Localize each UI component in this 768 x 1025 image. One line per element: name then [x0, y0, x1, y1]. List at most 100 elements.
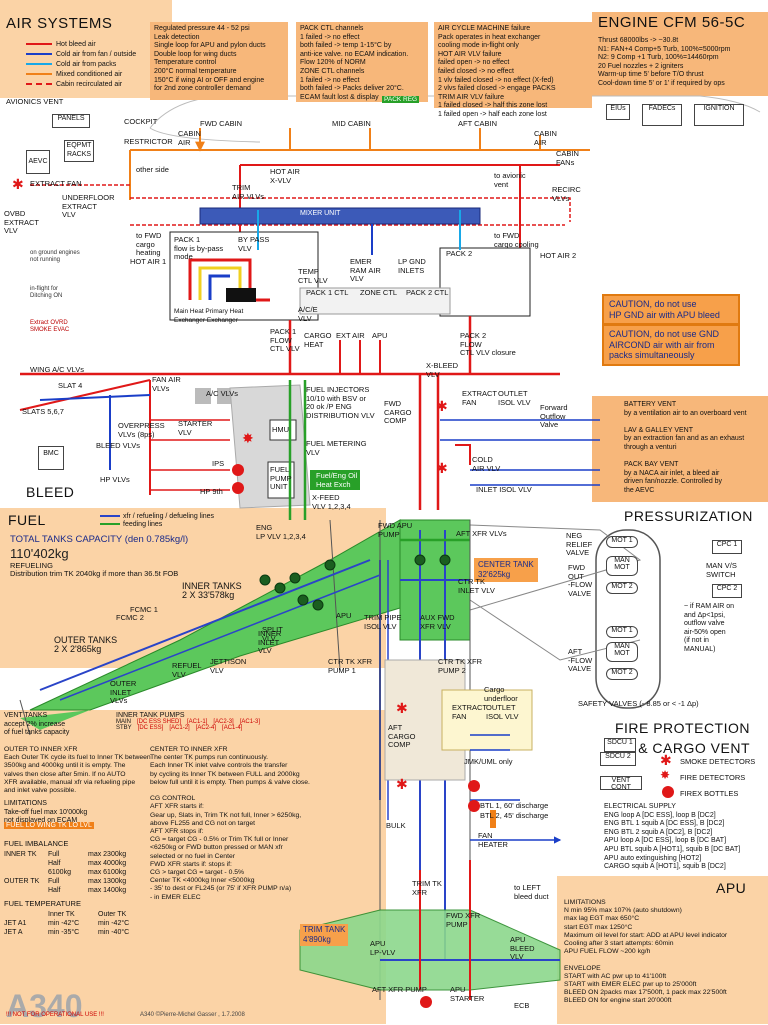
firex-bottle-icon — [662, 786, 674, 798]
slat4-label: SLAT 4 — [58, 381, 83, 390]
apu-limitations-note: LIMITATIONS N min 95% max 107% (auto shu… — [564, 899, 728, 1005]
avionics-vent-label: AVIONICS VENT — [6, 97, 64, 106]
aft-cargo-label: AFT CARGO COMP — [388, 723, 416, 749]
engine-title: ENGINE CFM 56-5C — [598, 14, 746, 31]
mot2-fwd: MOT 2 — [606, 582, 638, 594]
trim-tank-shape — [299, 909, 561, 991]
inner-pumps-table: INNER TANK PUMPS MAIN[DC ESS SHED][AC1-1… — [116, 712, 382, 731]
aft-xfr-vlvs-label: AFT XFR VLVs — [456, 529, 507, 538]
air-legend-panel — [0, 0, 172, 98]
aft-cabin-label: AFT CABIN — [458, 119, 498, 128]
bleed-title: BLEED — [26, 484, 75, 500]
press-flow-note: ~ if RAM AIR on and Δp<1psi, outflow val… — [684, 603, 734, 653]
smoke-detectors-label: SMOKE DETECTORS — [680, 757, 756, 766]
temp-ctl-label: TEMP CTL VLV — [298, 267, 328, 285]
outer-tanks-label: OUTER TANKS 2 X 2'865kg — [54, 635, 118, 654]
fcmc1-label: FCMC 1 — [130, 605, 158, 614]
starter-vlv-label: STARTER VLV — [178, 419, 213, 437]
aft-outflow-valve-label: AFT -FLOW VALVE — [568, 647, 593, 673]
to-fwd-cargo-label: to FWD cargo heating — [136, 231, 162, 257]
mixer-unit-box — [199, 207, 481, 225]
table-row: STBY[DC ESS][AC1-2][AC2-4][AC1-4] — [116, 725, 243, 731]
lp-gnd-inlets-label: LP GND INLETS — [398, 257, 426, 275]
pack1-flow-label: PACK 1 FLOW CTL VLV — [270, 327, 300, 353]
fuel-legend-xfr: xfr / refueling / defueling lines — [100, 512, 214, 522]
firex-bottle-icon — [468, 800, 480, 812]
extract-fan-fwd-label: EXTRACT FAN — [462, 389, 498, 407]
legend-item: Cold air from packs — [26, 60, 116, 70]
fire-detector-icon: ✸ — [660, 768, 671, 782]
trim-tank-label: TRIM TANK 4'890kg — [300, 924, 349, 946]
aux-fwd-label: AUX FWD XFR VLV — [420, 613, 455, 631]
zone-ctl-label: ZONE CTL — [360, 288, 398, 297]
eqpmt-racks-box: EQPMT RACKS — [64, 140, 94, 162]
panels-box: PANELS — [52, 114, 90, 128]
fwd-xfr-pump-label: FWD XFR PUMP — [446, 911, 481, 929]
trim-air-vlvs-label: TRIM AIR VLVs — [232, 183, 264, 201]
extract-fan-star-icon: ✱ — [12, 176, 24, 192]
legend-item: Mixed conditioned air — [26, 70, 122, 80]
apu-bleed-label: APU — [372, 331, 388, 340]
bmc-box: BMC — [38, 446, 64, 470]
fan-air-vlvs-label: FAN AIR VLVs — [152, 375, 181, 393]
x-bleed-vlv-label: X-BLEED VLV — [426, 361, 459, 379]
firex-bottle-icon — [420, 996, 432, 1008]
refuel-vlv-label: REFUEL VLV — [172, 661, 202, 679]
pack2-flow-label: PACK 2 FLOW CTL VLV closure — [460, 331, 516, 357]
a340-logo: A340 — [6, 988, 83, 1024]
ctr-xfr1-label: CTR TK XFR PUMP 1 — [328, 657, 373, 675]
vent-tanks-note: VENT TANKS accept 2% increase of fuel ta… — [4, 712, 70, 736]
refueling-text: Distribution trim TK 2040kg if more than… — [10, 569, 179, 578]
inlet-isol-label: INLET ISOL VLV — [476, 485, 532, 494]
firex-bottle-icon — [232, 464, 244, 476]
cargo-underfloor-label: Cargo underfloor — [484, 685, 518, 703]
pack1-label: PACK 1 flow is by-pass mode — [174, 235, 224, 261]
jmk-label: JMK/UML only — [464, 757, 513, 766]
fan-heater-label: FAN HEATER — [478, 831, 508, 849]
extract-fan-label: EXTRACT FAN — [30, 179, 82, 188]
ext-air-label: EXT AIR — [336, 331, 365, 340]
total-capacity-value: 110'402kg — [10, 546, 69, 561]
apu-bleed-vlv-label: APU BLEED VLV — [510, 935, 535, 961]
fuel-temp-title: FUEL TEMPERATURE — [4, 899, 81, 908]
to-left-bleed-label: to LEFT bleed duct — [514, 883, 549, 901]
cargo-heat-label: CARGO HEAT — [304, 331, 332, 349]
firex-bottle-icon — [468, 780, 480, 792]
mixer-unit-label: MIXER UNIT — [300, 210, 341, 217]
bulk-label: BULK — [386, 821, 406, 830]
cpc2-box: CPC 2 — [712, 584, 742, 598]
man-mot-aft: MAN MOT — [606, 642, 638, 662]
cabin-air-label: CABIN AIR — [178, 129, 201, 147]
inflight-note: in-flight for Ditching ON — [30, 286, 63, 299]
center-tank-label: CENTER TANK 32'625kg — [474, 558, 538, 582]
vents-note: BATTERY VENT by a ventilation air to an … — [624, 401, 747, 494]
smoke-detector-star-icon: ✱ — [660, 752, 672, 768]
aevc-box: AEVC — [26, 150, 50, 174]
btl2-label: BTL 2, 45' discharge — [480, 811, 549, 820]
refueling-label: REFUELING — [10, 561, 53, 570]
vent-cont-box: VENT CONT — [600, 776, 642, 791]
legend-item: Cold air from fan / outside — [26, 50, 136, 60]
extract-fan-aft-label: EXTRACT FAN — [452, 703, 488, 721]
man-mot-fwd: MAN MOT — [606, 556, 638, 576]
apu-starter-label: APU STARTER — [450, 985, 485, 1003]
trim-tk-xfr-label: TRIM TK XFR — [412, 879, 442, 897]
to-avionic-vent-label: to avionic vent — [494, 171, 526, 189]
ace-vlv-label: A/C/E VLV — [298, 305, 318, 323]
footer-warning: !!! NOT FOR OPERATIONAL USE !!! — [6, 1012, 104, 1018]
split-vlv-label: SPLIT VLV — [262, 625, 283, 643]
pack2-label: PACK 2 — [446, 249, 473, 258]
vent-panel — [592, 396, 768, 502]
firex-bottles-label: FIREX BOTTLES — [680, 789, 739, 798]
outlet-isol-label: OUTLET ISOL VLV — [498, 389, 531, 407]
regulated-pressure-note: Regulated pressure 44 - 52 psi Leak dete… — [150, 22, 288, 100]
safety-valves-label: SAFETY VALVES (- 8.85 or < -1 Δp) — [578, 699, 699, 708]
legend-item: Hot bleed air — [26, 40, 96, 50]
outer-inner-note: OUTER TO INNER XFR Each Outer TK cycle i… — [4, 746, 151, 795]
sdcu1-box: SDCU 1 — [604, 738, 636, 752]
ignition-box: IGNITION — [694, 104, 744, 126]
